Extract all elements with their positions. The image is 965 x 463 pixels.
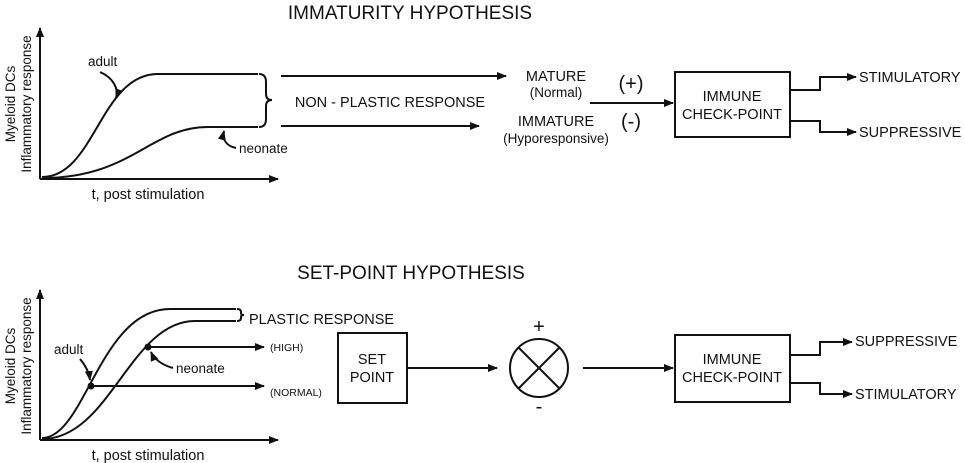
bottom-out-lower-arrow xyxy=(790,382,853,398)
top-checkpoint-line1: IMMUNE xyxy=(703,89,762,105)
high-label: (HIGH) xyxy=(270,342,303,354)
normal-label: (NORMAL) xyxy=(270,387,322,399)
setpoint-line1: SET xyxy=(358,352,386,368)
top-plus-sign: (+) xyxy=(619,73,644,95)
immature-sub: (Hyporesponsive) xyxy=(503,131,609,146)
top-neonate-label: neonate xyxy=(239,141,288,156)
top-y-label-2: Inflammatory response xyxy=(19,35,34,172)
bottom-y-label-1: Myeloid DCs xyxy=(3,327,18,404)
bottom-adult-label: adult xyxy=(54,342,84,357)
adult-setpoint-dot xyxy=(87,382,95,390)
top-x-label: t, post stimulation xyxy=(92,187,205,203)
mature-label: MATURE xyxy=(526,69,586,85)
top-neonate-pointer xyxy=(217,130,237,149)
non-plastic-response-label: NON - PLASTIC RESPONSE xyxy=(295,95,485,111)
bottom-y-label-2: Inflammatory response xyxy=(19,297,34,434)
bottom-neonate-pointer xyxy=(150,351,174,369)
setpoint-title: SET-POINT HYPOTHESIS xyxy=(297,263,525,284)
bottom-out-upper-arrow xyxy=(790,338,853,356)
bottom-graph: Myeloid DCs Inflammatory response t, pos… xyxy=(3,289,279,463)
top-neonate-curve xyxy=(41,126,258,179)
bottom-x-label: t, post stimulation xyxy=(92,448,205,463)
top-out-upper-label: STIMULATORY xyxy=(859,70,961,86)
bottom-adult-curve xyxy=(41,308,236,439)
top-out-lower-label: SUPPRESSIVE xyxy=(859,125,962,141)
bottom-out-lower-label: STIMULATORY xyxy=(855,387,957,403)
bottom-out-upper-label: SUPPRESSIVE xyxy=(855,334,958,350)
top-out-upper-arrow xyxy=(790,73,857,91)
comparator-plus: + xyxy=(533,316,545,338)
setpoint-line2: POINT xyxy=(350,370,394,386)
comparator-symbol xyxy=(509,338,569,398)
top-brace xyxy=(258,73,273,128)
bottom-neonate-label: neonate xyxy=(176,361,225,376)
top-adult-pointer xyxy=(99,71,123,99)
bottom-checkpoint-line1: IMMUNE xyxy=(703,352,762,368)
top-y-label-1: Myeloid DCs xyxy=(3,65,18,142)
bottom-checkpoint-line2: CHECK-POINT xyxy=(682,370,782,386)
bottom-neonate-curve xyxy=(41,320,236,440)
mature-sub: (Normal) xyxy=(530,85,583,100)
top-adult-curve xyxy=(41,73,258,178)
immature-label: IMMATURE xyxy=(518,114,595,130)
top-adult-label: adult xyxy=(88,54,118,69)
bottom-brace xyxy=(236,308,245,322)
comparator-minus: - xyxy=(536,396,543,418)
immaturity-title: IMMATURITY HYPOTHESIS xyxy=(288,3,532,24)
bottom-adult-pointer xyxy=(79,358,93,381)
top-minus-sign: (-) xyxy=(621,111,641,133)
bottom-checkpoint-box xyxy=(674,334,791,403)
neonate-setpoint-dot xyxy=(144,343,152,351)
top-graph: Myeloid DCs Inflammatory response t, pos… xyxy=(3,27,288,203)
top-checkpoint-box xyxy=(674,71,791,138)
top-out-lower-arrow xyxy=(790,120,857,136)
setpoint-box xyxy=(337,332,408,404)
plastic-response-label: PLASTIC RESPONSE xyxy=(249,312,394,328)
top-checkpoint-line2: CHECK-POINT xyxy=(682,107,782,123)
